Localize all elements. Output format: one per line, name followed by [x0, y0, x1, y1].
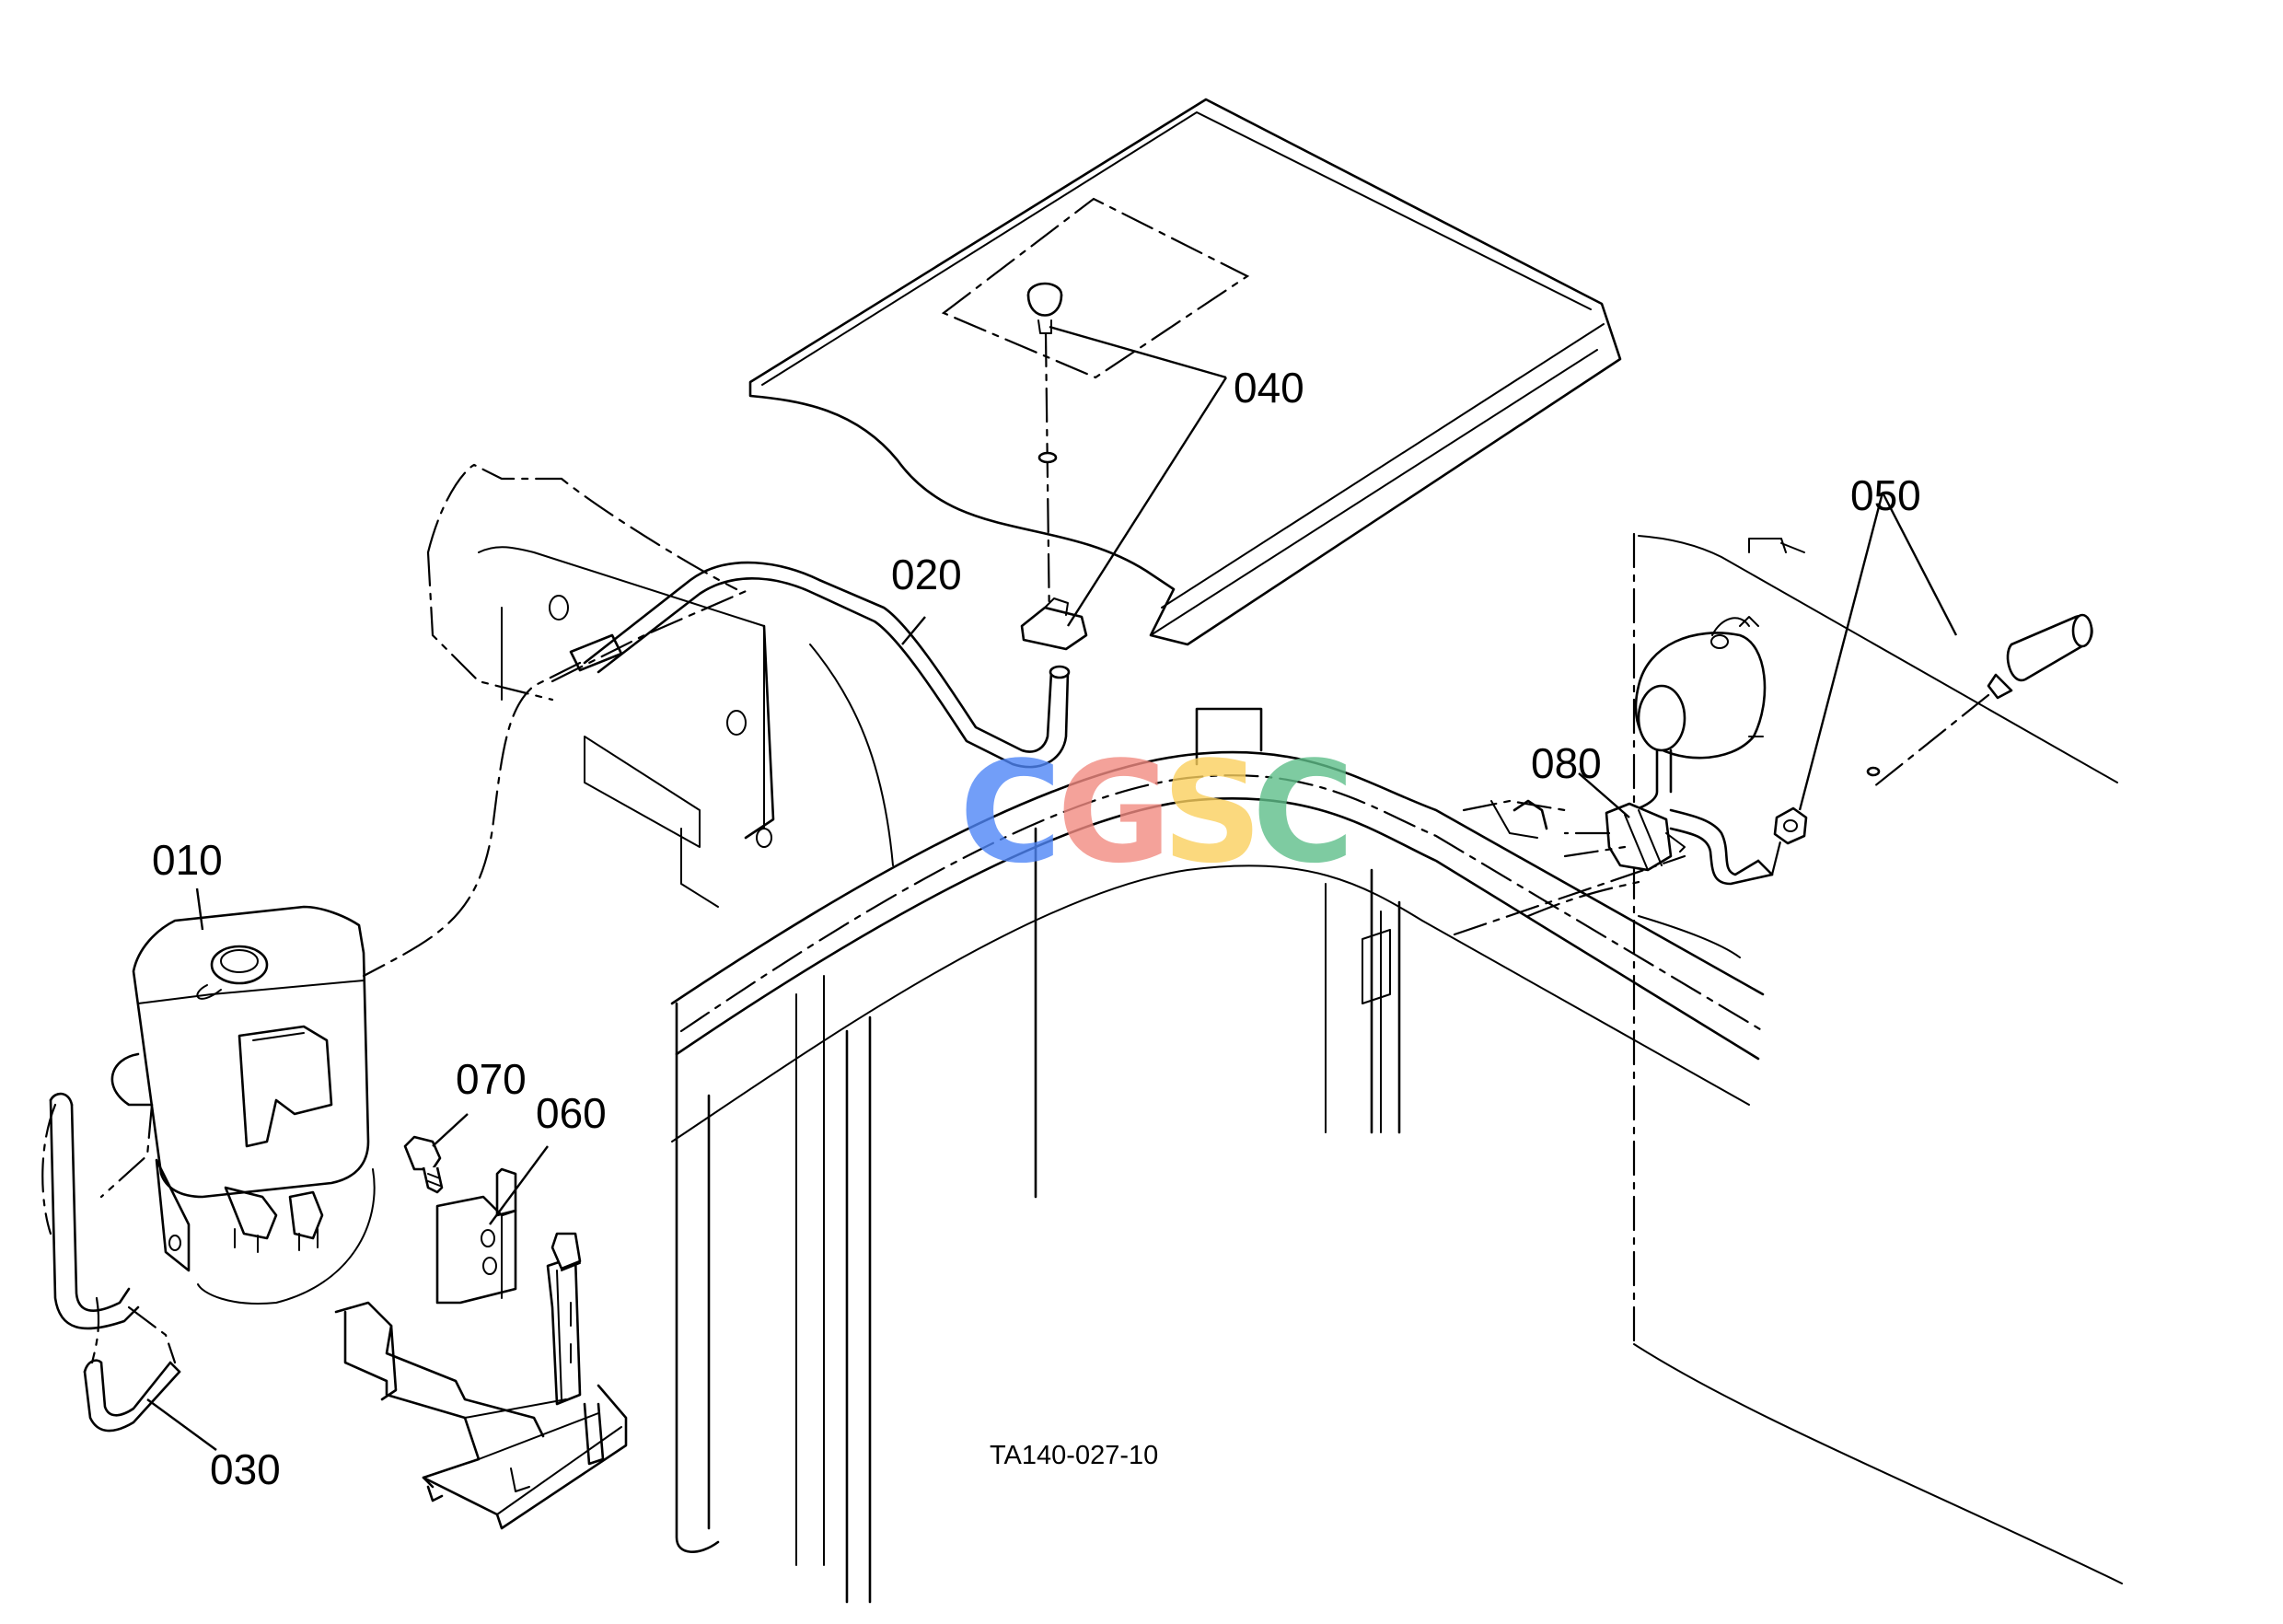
washer-motor [1563, 616, 1783, 886]
washer-hoses [41, 1092, 181, 1433]
washer-tank [99, 905, 376, 1305]
roof-panel [748, 98, 1622, 646]
leader-lines [146, 325, 1958, 1451]
callout-040: 040 [1234, 364, 1304, 412]
tank-bracket [334, 1135, 628, 1530]
callout-030: 030 [210, 1445, 281, 1493]
callout-080: 080 [1531, 739, 1602, 787]
nozzle-assembly [1020, 282, 1088, 651]
rear-nozzle [1773, 613, 2093, 845]
callout-010: 010 [152, 836, 223, 884]
callout-060: 060 [536, 1089, 607, 1137]
watermark-letter-1: C [959, 731, 1062, 894]
washer-tube [362, 561, 1071, 978]
right-side-panel [1453, 532, 2123, 1584]
left-rear-panel [426, 463, 894, 908]
watermark-letter-4: C [1252, 731, 1355, 894]
cab-frame [670, 707, 1765, 1604]
callout-020: 020 [891, 551, 962, 598]
watermark-letter-3: S [1162, 731, 1262, 894]
callout-070: 070 [456, 1055, 527, 1103]
watermark-letter-2: G [1057, 731, 1172, 894]
callout-labels: 010 020 030 040 050 060 070 080 TA140-02… [152, 364, 1921, 1493]
watermark: C G S C [959, 731, 1355, 894]
figure-code: TA140-027-10 [990, 1441, 1158, 1470]
callout-050: 050 [1850, 471, 1921, 519]
